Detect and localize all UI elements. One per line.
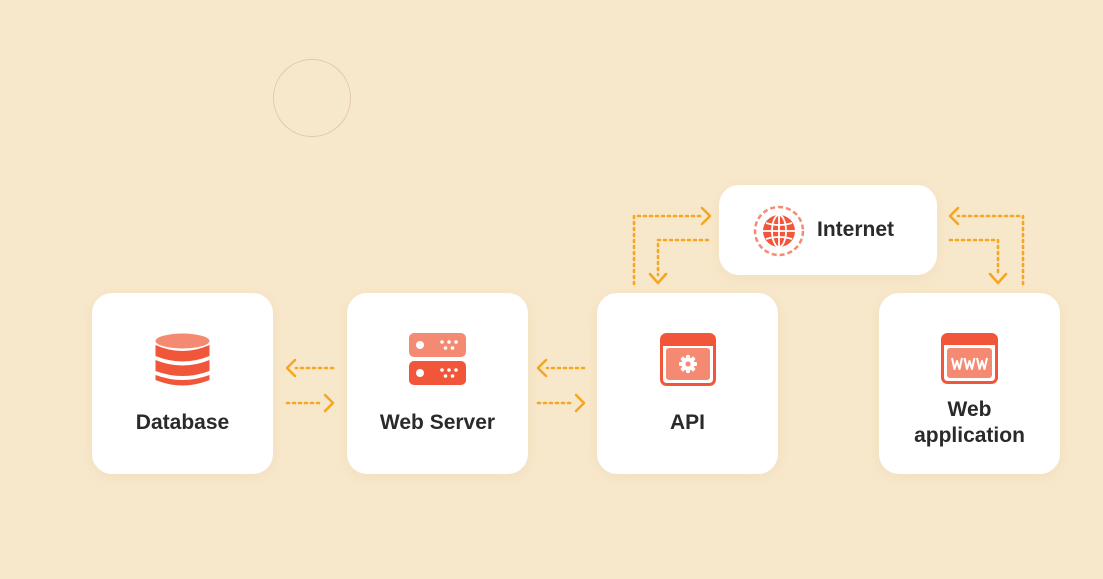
api-window-gear-icon bbox=[660, 333, 716, 386]
server-icon bbox=[409, 333, 466, 385]
node-label-line-1: Web bbox=[947, 398, 992, 421]
node-label: Web Server bbox=[379, 411, 496, 434]
node-web-server[interactable]: Web Server bbox=[347, 293, 528, 474]
node-label-line-2: application bbox=[914, 424, 1025, 447]
node-label: API bbox=[669, 411, 705, 434]
node-web-application[interactable]: Web application bbox=[879, 293, 1060, 474]
node-label: Database bbox=[135, 411, 230, 434]
decorative-circle bbox=[273, 59, 351, 137]
node-label: Internet bbox=[817, 218, 895, 241]
arrow-internet-to-webapp bbox=[948, 238, 1008, 285]
node-database[interactable]: Database bbox=[92, 293, 273, 474]
node-internet[interactable]: Internet bbox=[719, 185, 937, 275]
database-icon bbox=[155, 333, 210, 386]
arrow-webserver-to-database bbox=[285, 358, 335, 378]
arrow-webserver-to-api bbox=[536, 393, 586, 413]
arrow-internet-to-api bbox=[648, 238, 710, 285]
node-api[interactable]: API bbox=[597, 293, 778, 474]
arrow-api-to-webserver bbox=[536, 358, 586, 378]
globe-icon bbox=[753, 205, 805, 257]
arrow-database-to-webserver bbox=[285, 393, 335, 413]
arrow-webapp-to-internet bbox=[948, 206, 1025, 286]
node-label: Web application bbox=[879, 397, 1060, 449]
www-browser-icon bbox=[941, 333, 998, 384]
arrow-api-to-internet bbox=[632, 206, 712, 286]
